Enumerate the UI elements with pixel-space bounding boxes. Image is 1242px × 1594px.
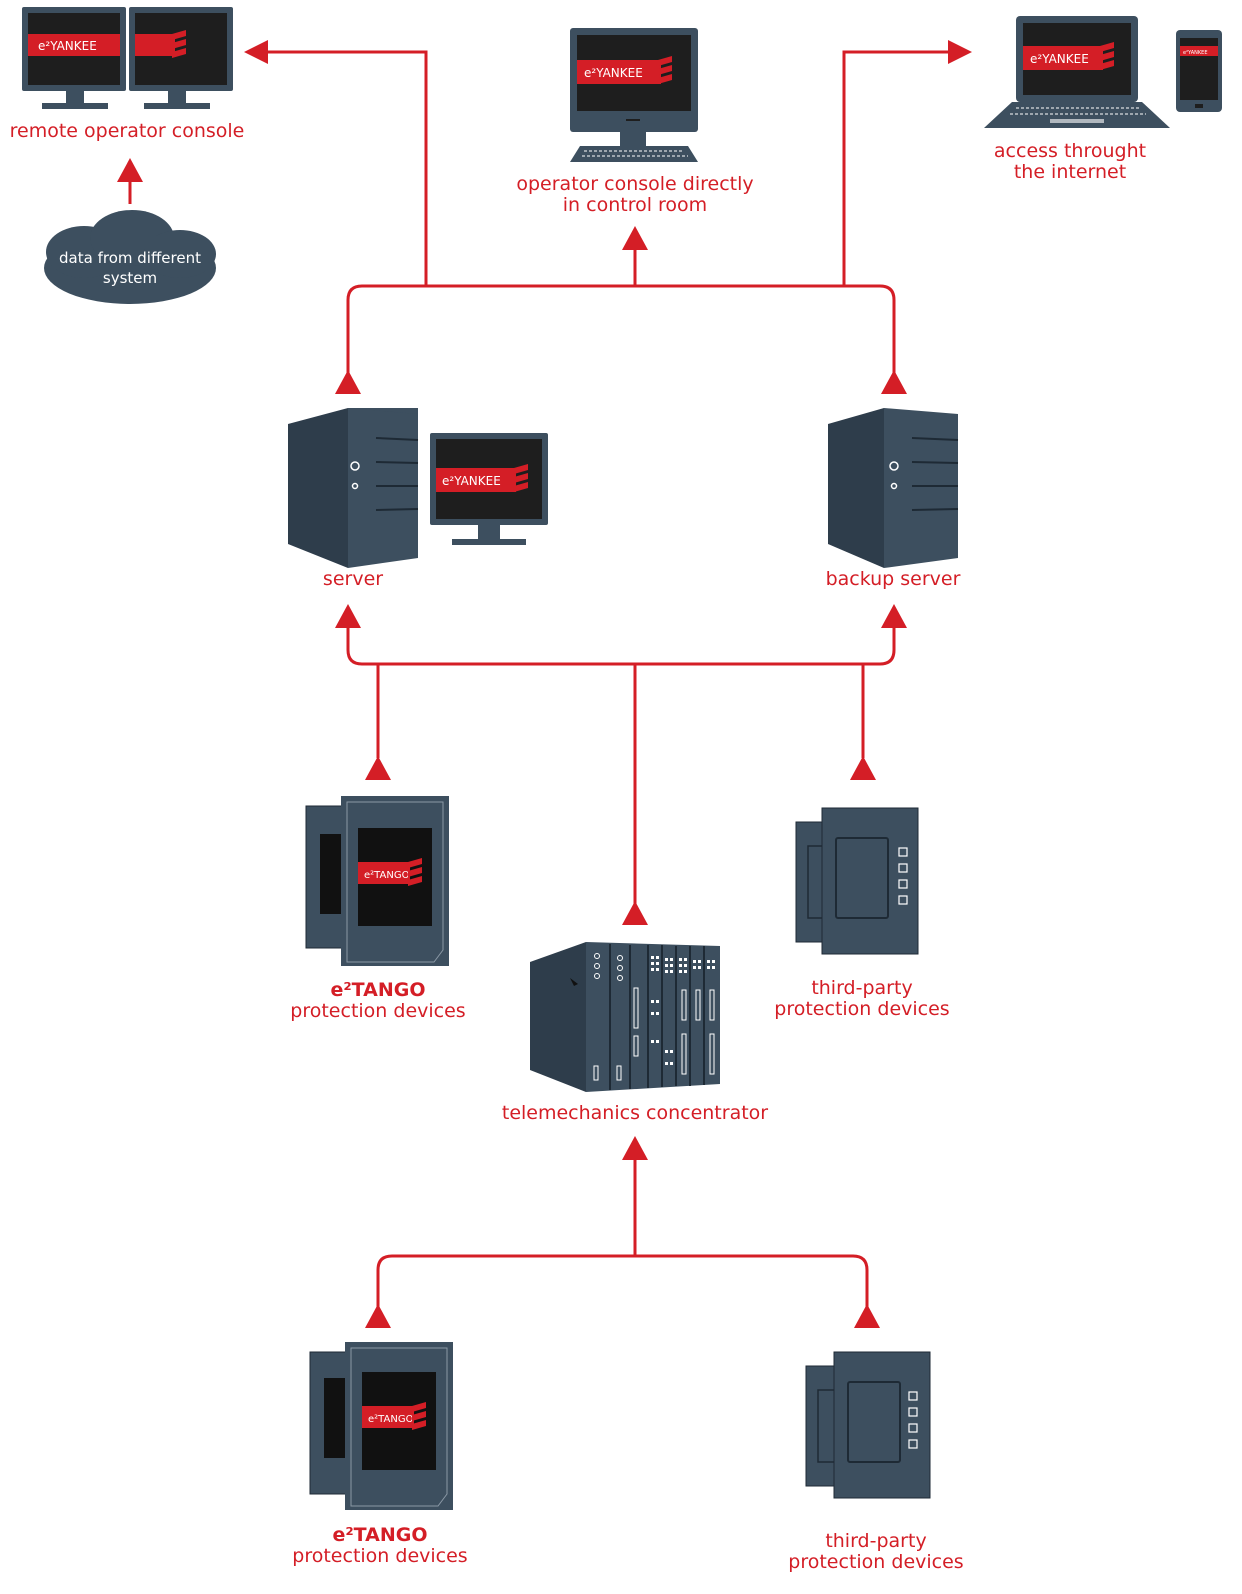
tango-top-label: e²TANGO protection devices	[278, 980, 478, 1022]
backup-server-tower-icon	[828, 408, 959, 568]
svg-text:e²YANKEE: e²YANKEE	[38, 39, 97, 53]
middle-bus-line	[346, 626, 896, 666]
third-party-bottom-label-line2: protection devices	[788, 1551, 964, 1573]
third-party-bottom-label-line1: third-party	[825, 1530, 927, 1552]
server-label: server	[293, 569, 413, 590]
cloud-label-line2: system	[102, 269, 158, 287]
control-room-label: operator console directly in control roo…	[500, 174, 770, 216]
arrow-icon	[881, 604, 907, 628]
svg-text:e²TANGO: e²TANGO	[364, 870, 410, 881]
link-remote-console	[266, 50, 428, 286]
cloud-label-line1: data from different	[59, 249, 201, 267]
arrow-icon	[335, 604, 361, 628]
backup-server-label: backup server	[803, 569, 983, 590]
tango-top-label-line2: protection devices	[290, 1000, 466, 1022]
svg-text:e²TANGO: e²TANGO	[368, 1414, 414, 1425]
backup-server-label-text: backup server	[825, 568, 961, 590]
tango-device-top-icon: e²TANGO	[305, 796, 449, 966]
bottom-bus-line	[376, 1254, 869, 1310]
laptop-icon: e²YANKEE	[984, 16, 1170, 128]
svg-text:e²YANKEE: e²YANKEE	[1030, 52, 1089, 66]
arrow-icon	[622, 901, 648, 925]
third-party-device-top-icon	[795, 807, 919, 955]
arrow-icon	[622, 1136, 648, 1160]
third-party-top-label: third-party protection devices	[762, 978, 962, 1020]
third-party-device-bottom-icon	[805, 1351, 931, 1499]
server-label-text: server	[322, 568, 384, 590]
control-room-label-line2: in control room	[562, 194, 708, 216]
arrowheads	[117, 40, 972, 1328]
cloud-label: data from different system	[50, 248, 210, 288]
svg-text:e²YANKEE: e²YANKEE	[584, 66, 643, 80]
arrow-icon	[244, 40, 268, 64]
arrow-icon	[335, 370, 361, 394]
tango-device-bottom-icon: e²TANGO	[309, 1342, 453, 1510]
svg-text:e²YANKEE: e²YANKEE	[442, 474, 501, 488]
control-room-label-line1: operator console directly	[516, 173, 754, 195]
cloud-icon	[44, 210, 216, 304]
phone-icon: e²YANKEE	[1176, 30, 1222, 112]
concentrator-rack-icon	[530, 942, 720, 1092]
link-internet	[842, 50, 950, 286]
concentrator-label: telemechanics concentrator	[480, 1103, 790, 1124]
tango-bottom-label-line2: protection devices	[292, 1545, 468, 1567]
arrow-icon	[365, 756, 391, 780]
arrow-icon	[854, 1304, 880, 1328]
arrow-icon	[622, 226, 648, 250]
top-bus-line	[346, 284, 896, 378]
internet-label-line2: the internet	[1013, 161, 1127, 183]
arrow-icon	[850, 756, 876, 780]
tango-bottom-label: e²TANGO protection devices	[280, 1525, 480, 1567]
third-party-top-label-line1: third-party	[811, 977, 913, 999]
remote-console-monitors-icon: e²YANKEE	[22, 7, 233, 109]
tango-top-label-line1: e²TANGO	[330, 979, 426, 1001]
connector-lines	[128, 50, 950, 1310]
internet-label: access throught the internet	[980, 141, 1160, 183]
third-party-bottom-label: third-party protection devices	[776, 1531, 976, 1573]
tango-bottom-label-line1: e²TANGO	[332, 1524, 428, 1546]
arrow-icon	[948, 40, 972, 64]
internet-label-line1: access throught	[993, 140, 1147, 162]
server-tower-icon	[288, 408, 419, 568]
server-monitor-icon: e²YANKEE	[430, 433, 548, 545]
remote-console-label-text: remote operator console	[9, 120, 245, 142]
third-party-top-label-line2: protection devices	[774, 998, 950, 1020]
control-room-monitor-icon: e²YANKEE	[570, 28, 698, 162]
arrow-icon	[365, 1304, 391, 1328]
concentrator-label-text: telemechanics concentrator	[501, 1102, 769, 1124]
arrow-icon	[117, 158, 143, 182]
arrow-icon	[881, 370, 907, 394]
remote-console-label: remote operator console	[2, 121, 252, 142]
svg-text:e²YANKEE: e²YANKEE	[1183, 50, 1208, 56]
